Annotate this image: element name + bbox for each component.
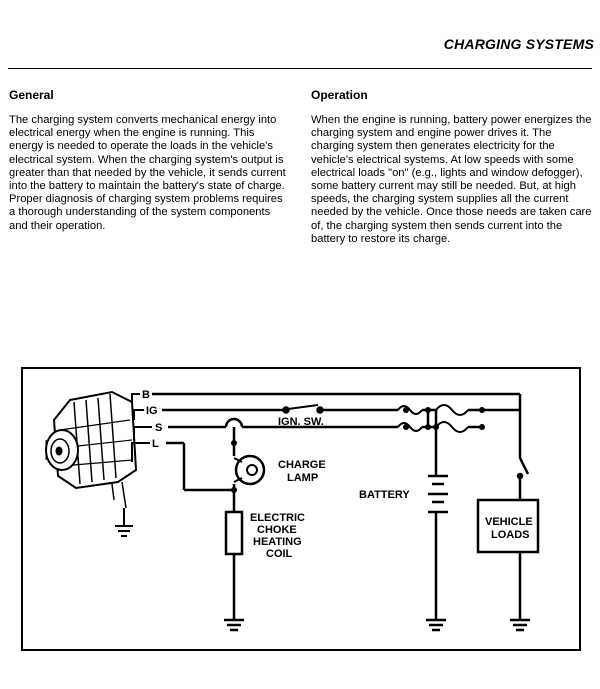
- operation-body: When the engine is running, battery powe…: [311, 114, 592, 245]
- page-title: CHARGING SYSTEMS: [443, 36, 594, 52]
- l-wire: [166, 427, 236, 512]
- general-body: The charging system converts mechanical …: [9, 114, 286, 232]
- operation-section: Operation When the engine is running, ba…: [311, 88, 594, 246]
- vehicle-loads-box: [476, 498, 540, 554]
- vehicle-loads-switch: [516, 457, 530, 500]
- ign-switch-label: IGN. SW.: [278, 416, 324, 428]
- diagram-frame: [21, 367, 581, 651]
- vehicle-loads-label-line2: LOADS: [491, 529, 530, 541]
- vehicle-loads-ground: [510, 552, 530, 632]
- terminal-s-label: S: [155, 422, 162, 434]
- terminal-leads: [131, 393, 152, 462]
- vehicle-loads-label-line1: VEHICLE: [485, 516, 533, 528]
- choke-coil-ground: [224, 554, 244, 632]
- header-divider: [8, 68, 592, 69]
- choke-coil-label-line3: HEATING: [253, 536, 302, 548]
- charge-lamp-icon: [233, 454, 266, 486]
- alternator-icon: [45, 390, 138, 509]
- alternator-ground: [115, 508, 133, 537]
- b-wire: [152, 392, 522, 458]
- choke-coil-resistor: [224, 510, 244, 556]
- s-wire: [168, 417, 398, 429]
- fuse-junction-wires: [422, 408, 520, 476]
- battery-icon: [426, 474, 448, 632]
- general-section: General The charging system converts mec…: [9, 88, 291, 233]
- general-heading: General: [9, 88, 54, 102]
- choke-coil-label-line1: ELECTRIC: [250, 512, 305, 524]
- choke-coil-label-line4: COIL: [266, 548, 293, 560]
- terminal-l-label: L: [152, 438, 159, 450]
- terminal-b-label: B: [142, 389, 150, 401]
- operation-heading: Operation: [311, 88, 368, 102]
- charge-lamp-label-line2: LAMP: [287, 472, 318, 484]
- choke-coil-label-line2: CHOKE: [257, 524, 297, 536]
- battery-label: BATTERY: [359, 489, 410, 501]
- charge-lamp-label-line1: CHARGE: [278, 459, 326, 471]
- fuse-symbols: [397, 404, 469, 433]
- ig-wire: [162, 404, 398, 414]
- terminal-ig-label: IG: [146, 405, 158, 417]
- junction-dots: [231, 407, 485, 493]
